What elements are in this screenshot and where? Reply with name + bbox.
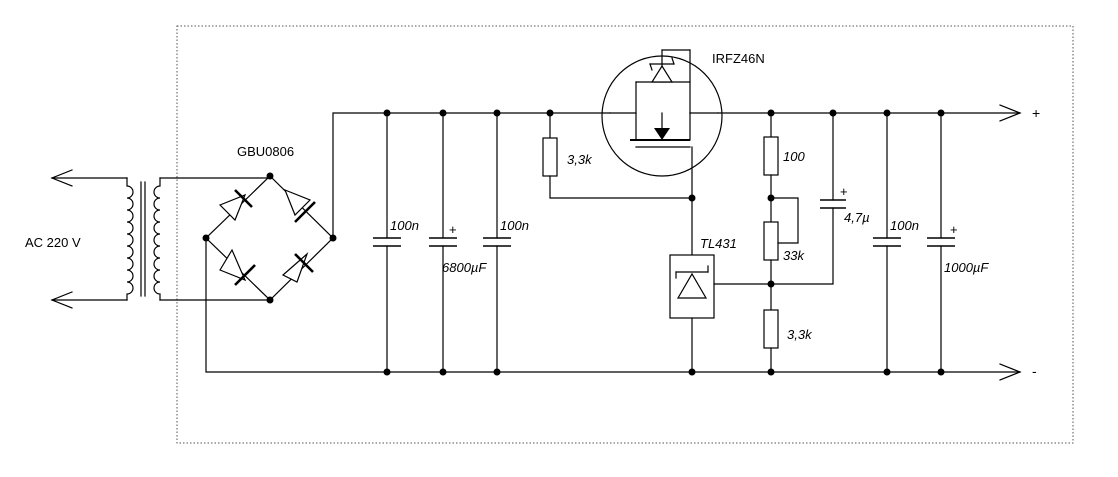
capacitor-c5	[927, 109, 955, 376]
board-frame	[176, 25, 1074, 444]
r-gate-label: 3,3k	[567, 152, 593, 167]
resistor-top	[763, 109, 779, 223]
c-fb-plus: +	[840, 184, 848, 199]
c2-label: 6800µF	[442, 260, 487, 275]
r-pot-label: 33k	[783, 248, 805, 263]
output-plus-sign: +	[1032, 105, 1040, 121]
bridge-rectifier	[159, 172, 337, 304]
c4-label: 100n	[890, 218, 919, 233]
c5-plus: +	[950, 222, 958, 237]
resistor-bottom	[763, 309, 779, 376]
mosfet	[601, 49, 723, 199]
tl431-label: TL431	[700, 236, 737, 251]
r-top-label: 100	[783, 149, 805, 164]
capacitor-c4	[873, 109, 901, 376]
capacitor-feedback	[770, 109, 846, 285]
mosfet-label: IRFZ46N	[712, 51, 765, 66]
potentiometer	[763, 197, 799, 311]
tl431-regulator	[669, 194, 772, 376]
c5-label: 1000µF	[944, 260, 989, 275]
r-bottom-label: 3,3k	[787, 327, 813, 342]
capacitor-c2	[429, 109, 457, 376]
c1-label: 100n	[390, 218, 419, 233]
c-fb-label: 4,7µ	[844, 210, 870, 225]
ac-input-label: AC 220 V	[25, 235, 81, 250]
transformer	[50, 169, 161, 309]
capacitor-c3	[483, 109, 511, 376]
output-minus-sign: -	[1032, 363, 1037, 379]
c2-plus: +	[449, 222, 457, 237]
c3-label: 100n	[500, 218, 529, 233]
resistor-gate	[542, 109, 693, 199]
capacitor-c1	[373, 109, 401, 376]
bridge-label: GBU0806	[237, 144, 294, 159]
